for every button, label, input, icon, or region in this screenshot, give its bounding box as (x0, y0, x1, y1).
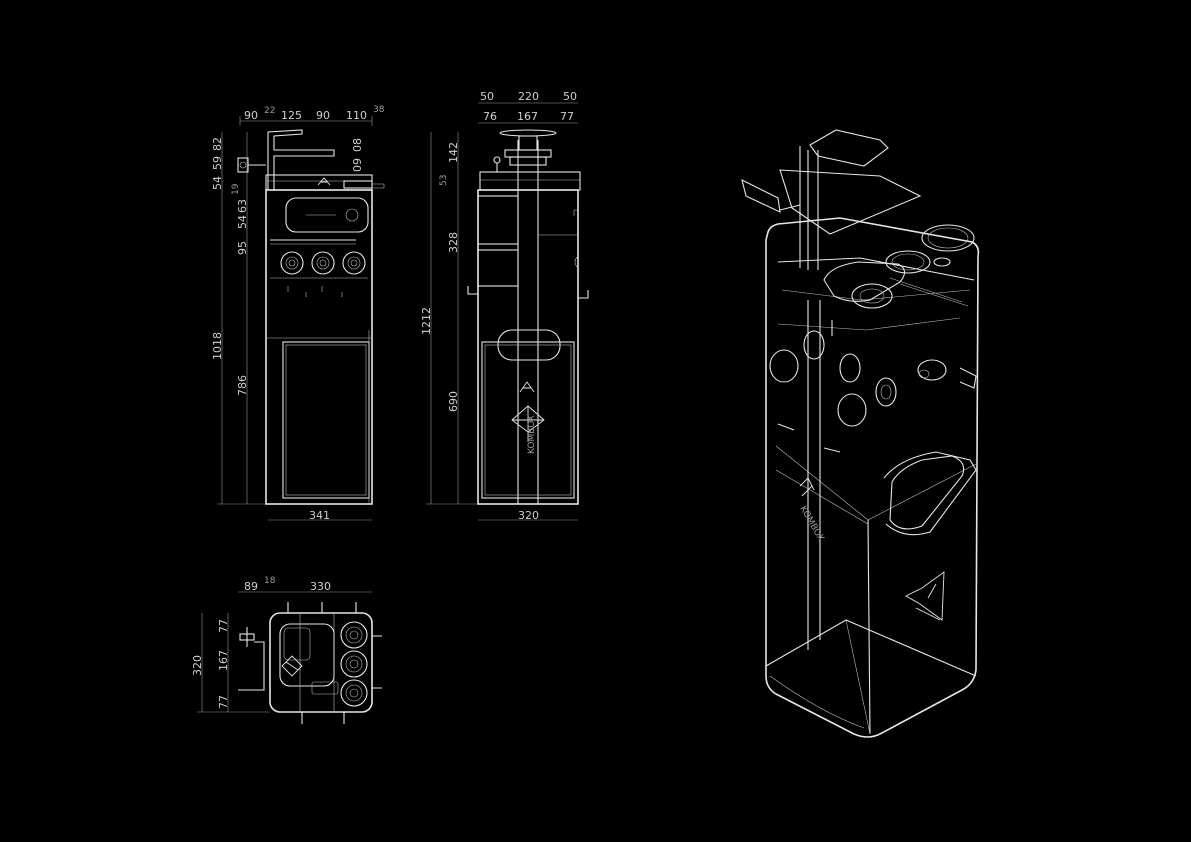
plan-dim-330: 330 (310, 580, 331, 593)
plan-dim-167: 167 (217, 650, 230, 671)
side-dim-53: 53 (439, 175, 449, 186)
plan-logo-icon (281, 655, 303, 677)
front-dim-left-54: 54 (211, 176, 224, 190)
side-dim-row1-220: 220 (518, 90, 539, 103)
iso-side-pipes (769, 330, 977, 453)
front-dim-top-2: 22 (264, 106, 275, 116)
front-dim-mid-95: 95 (236, 241, 249, 255)
plan-dim-89: 89 (244, 580, 258, 593)
side-elevation-view: 50 220 50 76 167 77 142 53 328 1212 690 … (420, 90, 589, 522)
iso-outlet-rings (851, 224, 975, 309)
front-dim-width: 341 (309, 509, 330, 522)
plan-dim-77a: 77 (217, 619, 230, 633)
front-dim-height-total: 1018 (211, 332, 224, 360)
front-dim-mid-54: 54 (236, 215, 249, 229)
side-dim-142: 142 (447, 142, 460, 163)
iso-logo-icon (799, 477, 945, 621)
front-dim-top-3: 125 (281, 109, 302, 122)
front-dim-top-5: 110 (346, 109, 367, 122)
side-brand-text: KOMBOX (527, 415, 537, 454)
plan-outlet-circles (340, 621, 368, 707)
front-dim-top-6: 38 (373, 105, 385, 115)
side-dim-row1-50a: 50 (480, 90, 494, 103)
side-dim-328: 328 (447, 232, 460, 253)
front-dim-top-4: 90 (316, 109, 330, 122)
plan-dim-18: 18 (264, 576, 276, 586)
front-elevation-view: 90 22 125 90 110 38 54 59 82 95 54 63 19 (211, 105, 385, 522)
front-dim-inner-09: 09 (351, 158, 364, 172)
front-dim-mid-19: 19 (231, 183, 241, 195)
front-dim-top-1: 90 (244, 109, 258, 122)
front-dim-mid-63: 63 (236, 199, 249, 213)
plan-dim-depth: 320 (191, 655, 204, 676)
side-dim-row2-76: 76 (483, 110, 497, 123)
side-dim-height-total: 1212 (420, 307, 433, 335)
front-logo-icon (317, 177, 331, 186)
front-dim-inner-08: 08 (351, 138, 364, 152)
plan-view: 89 18 330 320 77 167 77 (191, 576, 382, 724)
iso-brand-text: KOMBOX (797, 505, 825, 544)
plan-dim-77b: 77 (217, 695, 230, 709)
front-dim-left-59: 59 (211, 156, 224, 170)
side-dim-row2-167: 167 (517, 110, 538, 123)
side-dim-row2-77: 77 (560, 110, 574, 123)
side-logo-icon (511, 381, 545, 442)
isometric-view: KOMBOX (741, 129, 980, 738)
side-dim-690: 690 (447, 391, 460, 412)
side-dim-row1-50b: 50 (563, 90, 577, 103)
front-dim-left-82: 82 (211, 137, 224, 151)
front-outlet-circles (280, 251, 366, 275)
side-dim-width: 320 (518, 509, 539, 522)
front-dim-height-cabinet: 786 (236, 375, 249, 396)
